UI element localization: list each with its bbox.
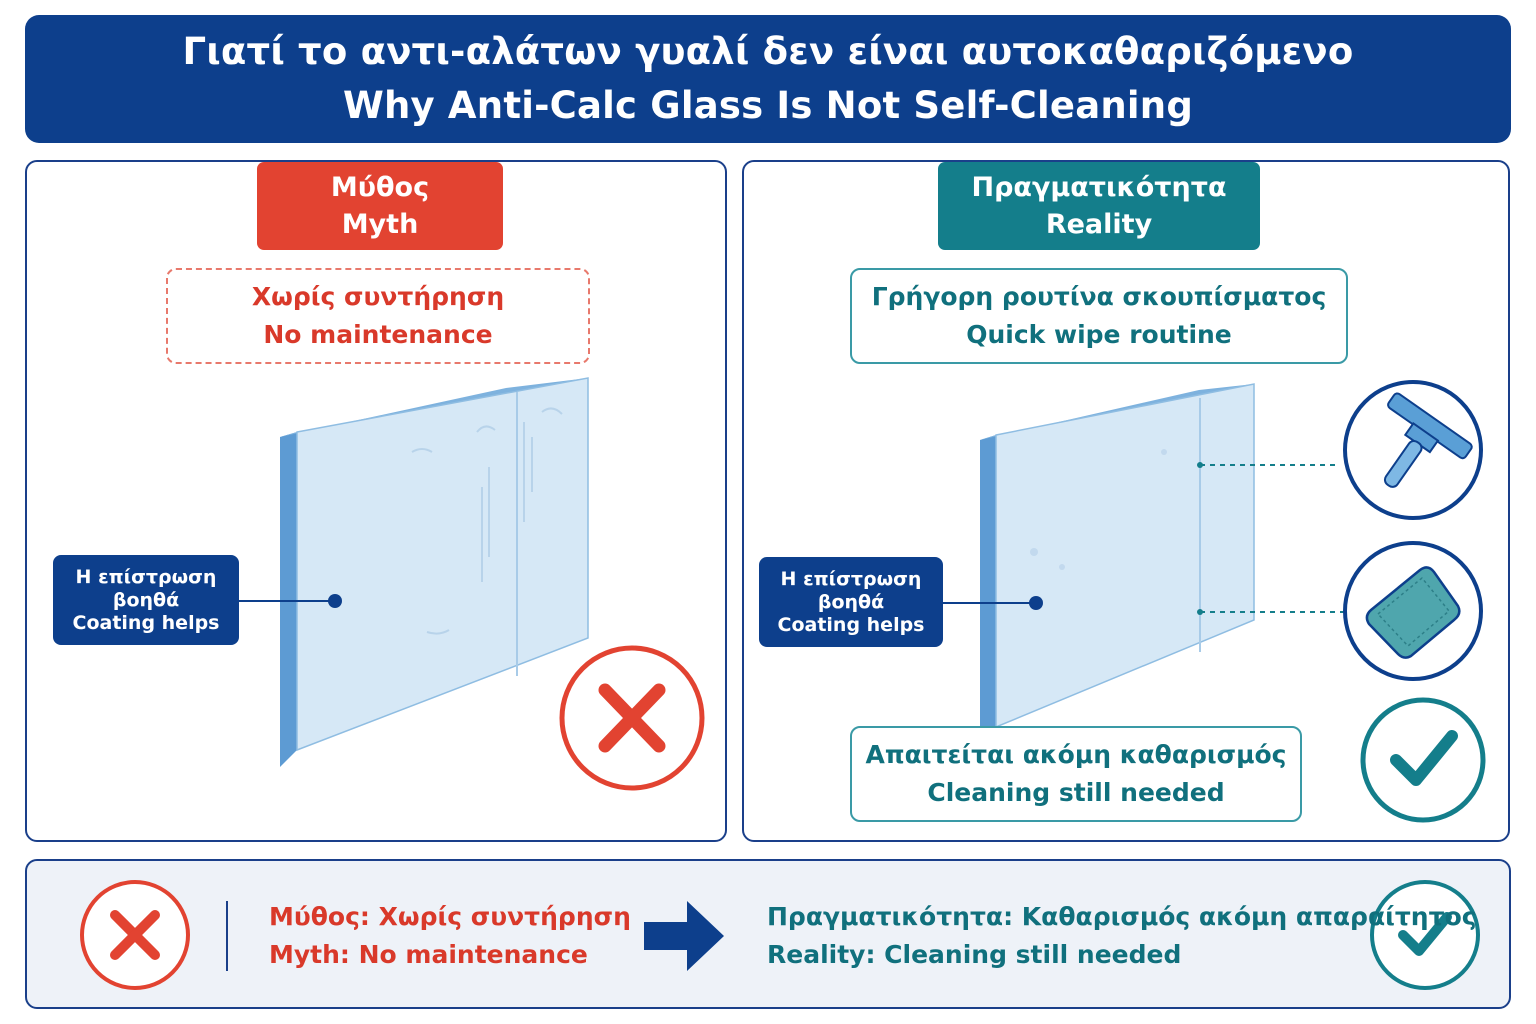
spot-marks: [1030, 449, 1167, 570]
callout-line-3: Coating helps: [777, 613, 925, 636]
myth-tag-english: Myth: [341, 209, 419, 240]
wipe-routine-english: Quick wipe routine: [966, 320, 1232, 349]
glass-face: [296, 377, 589, 752]
glass-face: [995, 383, 1255, 729]
title-english: Why Anti-Calc Glass Is Not Self-Cleaning: [342, 84, 1194, 127]
cross-icon: [80, 880, 190, 990]
myth-claim-greek: Χωρίς συντήρηση: [251, 282, 505, 311]
wipe-routine-greek: Γρήγορη ρουτίνα σκουπίσματος: [871, 282, 1327, 311]
callout-line-1: Η επίστρωση: [780, 567, 922, 590]
reality-glass-illustration: [943, 380, 1486, 823]
coating-callout-reality: Η επίστρωση βοηθά Coating helps: [759, 557, 943, 647]
myth-tag-greek: Μύθος: [330, 172, 430, 203]
wipe-routine-box: Γρήγορη ρουτίνα σκουπίσματος Quick wipe …: [850, 268, 1348, 364]
summary-icons: [80, 880, 1480, 990]
glass-edge: [280, 432, 297, 767]
myth-glass-illustration: [239, 377, 705, 791]
coating-callout-myth: Η επίστρωση βοηθά Coating helps: [53, 555, 239, 645]
cleaning-needed-box: Απαιτείται ακόμη καθαρισμός Cleaning sti…: [850, 726, 1302, 822]
summary-reality-english: Reality: Cleaning still needed: [767, 940, 1182, 969]
myth-tag: Μύθος Myth: [257, 162, 503, 250]
summary-divider: [226, 901, 228, 971]
callout-line-1: Η επίστρωση: [75, 565, 217, 588]
streak-marks: [411, 407, 563, 635]
callout-line-2: βοηθά: [817, 590, 885, 613]
summary-myth-greek: Μύθος: Χωρίς συντήρηση: [269, 902, 631, 931]
myth-panel: Μύθος Myth Χωρίς συντήρηση No maintenanc…: [25, 160, 727, 842]
summary-reality: Πραγματικότητα: Καθαρισμός ακόμη απαραίτ…: [767, 898, 1477, 974]
title-banner: Γιατί το αντι-αλάτων γυαλί δεν είναι αυτ…: [25, 15, 1511, 143]
callout-dot: [328, 594, 342, 608]
summary-reality-greek: Πραγματικότητα: Καθαρισμός ακόμη απαραίτ…: [767, 902, 1477, 931]
callout-line-3: Coating helps: [72, 611, 220, 634]
reality-tag-english: Reality: [1045, 209, 1153, 240]
myth-claim-english: No maintenance: [263, 320, 493, 349]
check-icon: [1360, 697, 1486, 823]
summary-myth: Μύθος: Χωρίς συντήρηση Myth: No maintena…: [269, 898, 631, 974]
check-icon: [1370, 880, 1480, 990]
callout-line-2: βοηθά: [112, 588, 180, 611]
cleaning-needed-greek: Απαιτείται ακόμη καθαρισμός: [865, 740, 1287, 769]
cleaning-needed-english: Cleaning still needed: [927, 778, 1225, 807]
squeegee-icon: [1343, 380, 1483, 520]
reality-tag-greek: Πραγματικότητα: [971, 172, 1227, 203]
glass-edge: [980, 435, 996, 727]
reality-tag: Πραγματικότητα Reality: [938, 162, 1260, 250]
cloth-icon: [1343, 541, 1483, 681]
myth-claim-box: Χωρίς συντήρηση No maintenance: [166, 268, 590, 364]
summary-bar: Μύθος: Χωρίς συντήρηση Myth: No maintena…: [25, 859, 1511, 1009]
cross-icon: [559, 645, 705, 791]
summary-myth-english: Myth: No maintenance: [269, 940, 588, 969]
title-greek: Γιατί το αντι-αλάτων γυαλί δεν είναι αυτ…: [182, 30, 1354, 73]
callout-dot: [1029, 596, 1043, 610]
reality-panel: Πραγματικότητα Reality Γρήγορη ρουτίνα σ…: [742, 160, 1510, 842]
arrow-right-icon: [644, 901, 724, 971]
